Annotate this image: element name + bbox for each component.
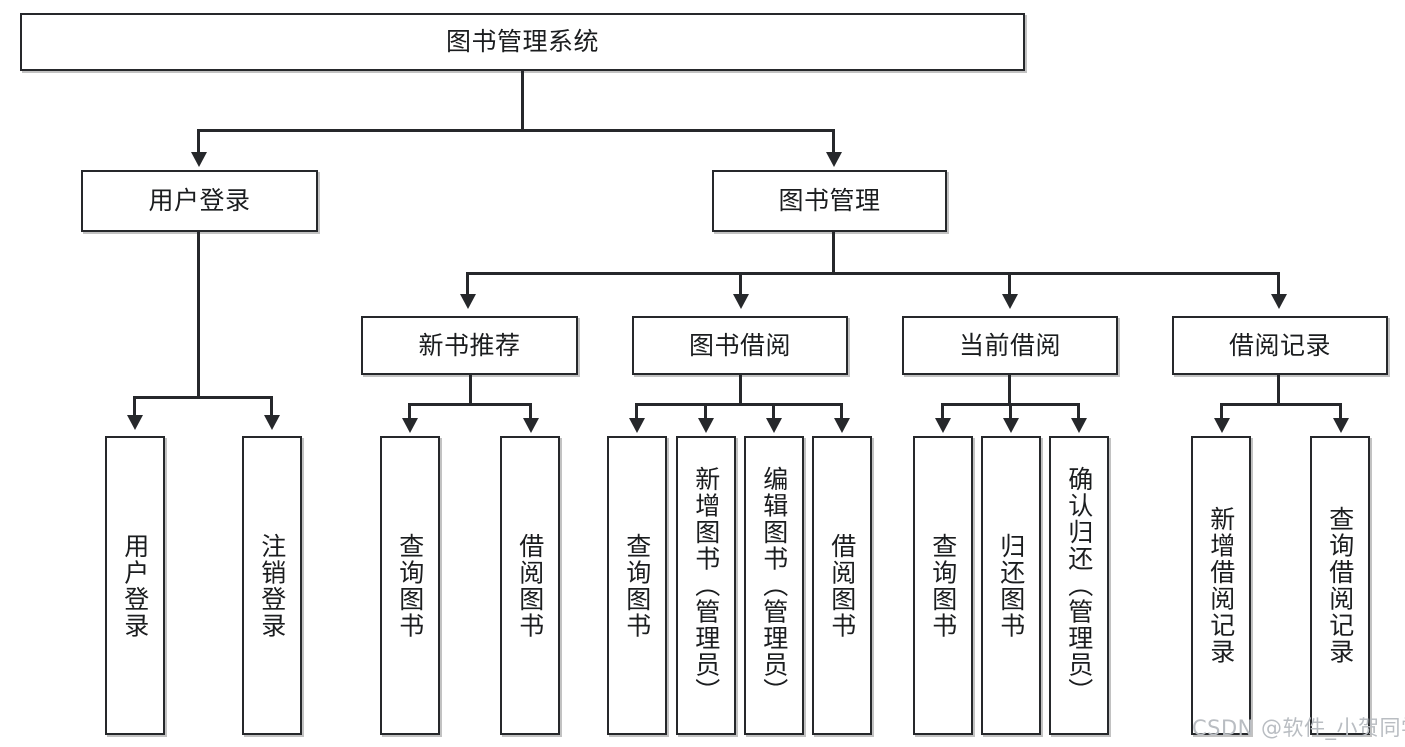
node-borrow-record[interactable]: 借阅记录 [1172,316,1388,375]
arrowhead-new-book [460,294,476,309]
leaf-cb-confirm-return[interactable]: 确认归还（管理员） [1049,436,1109,735]
node-label: 查询图书 [395,532,425,639]
leaf-br-query-record[interactable]: 查询借阅记录 [1310,436,1370,735]
node-new-book-recommend[interactable]: 新书推荐 [361,316,578,375]
arrowhead-nb-borrow [523,418,539,433]
connector-borrow-record-stem [1277,375,1280,405]
leaf-nb-borrow-book[interactable]: 借阅图书 [500,436,560,735]
connector-book-borrow-bus [635,403,843,406]
connector-drop-new-book [466,272,469,297]
arrowhead-bb-borrow [834,418,850,433]
node-label: 图书借阅 [688,330,791,360]
arrowhead-br-query [1333,418,1349,433]
node-book-management[interactable]: 图书管理 [712,170,947,232]
node-label: 注销登录 [257,532,287,639]
node-book-borrow[interactable]: 图书借阅 [632,316,848,375]
connector-drop-leaf-user-login [133,396,136,418]
connector-drop-bb-query [635,403,638,420]
arrowhead-cb-query [935,418,951,433]
arrowhead-bb-edit [766,418,782,433]
connector-level3-bus [466,272,1280,275]
leaf-bb-edit-book[interactable]: 编辑图书（管理员） [744,436,804,735]
connector-new-book-stem [469,375,472,405]
leaf-br-add-record[interactable]: 新增借阅记录 [1191,436,1251,735]
connector-drop-borrow-record [1277,272,1280,297]
connector-user-login-bus [133,396,272,399]
arrowhead-borrow-record [1271,294,1287,309]
node-label: 借阅记录 [1228,330,1331,360]
arrowhead-book-borrow [733,294,749,309]
leaf-nb-query-book[interactable]: 查询图书 [380,436,440,735]
connector-drop-br-query [1339,403,1342,420]
connector-user-login-stem [197,232,200,398]
arrowhead-nb-query [402,418,418,433]
node-user-login[interactable]: 用户登录 [81,170,318,232]
connector-drop-cb-query [941,403,944,420]
connector-book-borrow-stem [739,375,742,405]
node-current-borrow[interactable]: 当前借阅 [902,316,1118,375]
node-label: 当前借阅 [958,330,1061,360]
arrowhead-user-login [191,152,207,167]
connector-drop-nb-borrow [529,403,532,420]
connector-current-borrow-stem [1008,375,1011,405]
connector-root-stem [521,71,524,131]
connector-drop-leaf-logout [270,396,273,418]
node-label: 查询图书 [622,532,652,639]
connector-drop-cb-return [1009,403,1012,420]
node-label: 编辑图书（管理员） [759,466,789,705]
node-label: 图书管理 [778,186,881,216]
connector-drop-br-add [1220,403,1223,420]
connector-root-bus [197,129,835,132]
node-label: 借阅图书 [827,532,857,639]
connector-book-manage-stem [832,232,835,274]
arrowhead-bb-add [698,418,714,433]
node-label: 新书推荐 [418,330,521,360]
node-label: 用户登录 [120,532,150,639]
connector-drop-book-borrow [739,272,742,297]
connector-drop-bb-borrow [840,403,843,420]
connector-drop-book-manage [832,129,835,156]
arrowhead-book-manage [826,152,842,167]
arrowhead-current-borrow [1002,294,1018,309]
leaf-bb-add-book[interactable]: 新增图书（管理员） [676,436,736,735]
arrowhead-cb-return [1003,418,1019,433]
node-label: 确认归还（管理员） [1064,466,1094,705]
arrowhead-bb-query [629,418,645,433]
node-label: 用户登录 [148,186,251,216]
arrowhead-br-add [1214,418,1230,433]
connector-borrow-record-bus [1220,403,1342,406]
leaf-logout[interactable]: 注销登录 [242,436,302,735]
leaf-bb-query-book[interactable]: 查询图书 [607,436,667,735]
connector-new-book-bus [408,403,532,406]
node-label: 查询借阅记录 [1325,506,1355,665]
connector-drop-user-login [197,129,200,156]
connector-drop-nb-query [408,403,411,420]
arrowhead-leaf-logout [264,415,280,430]
node-label: 归还图书 [996,532,1026,639]
connector-drop-current-borrow [1008,272,1011,297]
node-label: 借阅图书 [515,532,545,639]
node-label: 图书管理系统 [445,27,599,57]
node-root-system[interactable]: 图书管理系统 [20,13,1025,71]
arrowhead-leaf-user-login [127,415,143,430]
connector-drop-bb-add [704,403,707,420]
leaf-bb-borrow-book[interactable]: 借阅图书 [812,436,872,735]
leaf-user-login[interactable]: 用户登录 [105,436,165,735]
node-label: 新增借阅记录 [1206,506,1236,665]
leaf-cb-return-book[interactable]: 归还图书 [981,436,1041,735]
connector-drop-cb-confirm [1077,403,1080,420]
node-label: 查询图书 [928,532,958,639]
leaf-cb-query-book[interactable]: 查询图书 [913,436,973,735]
node-label: 新增图书（管理员） [691,466,721,705]
arrowhead-cb-confirm [1071,418,1087,433]
connector-drop-bb-edit [772,403,775,420]
